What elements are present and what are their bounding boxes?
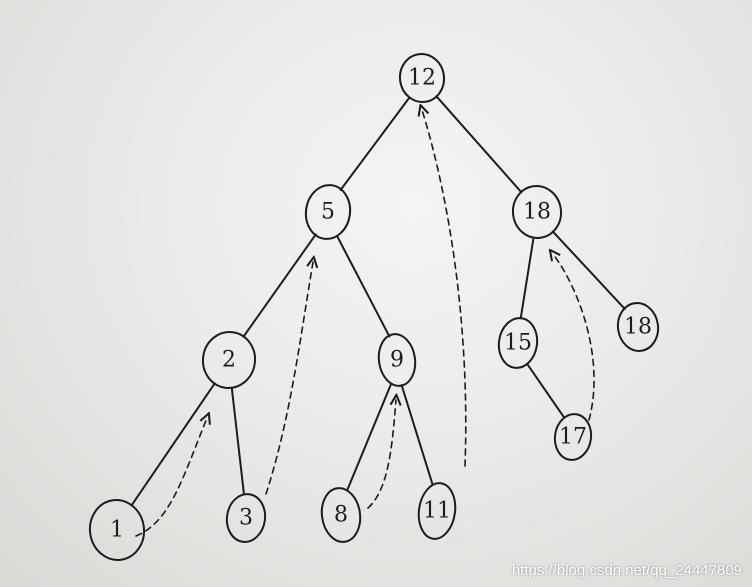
edge-n18a-n18b (551, 230, 626, 310)
tree-node: 18 (616, 302, 660, 352)
thread-n3-n5 (265, 262, 313, 495)
tree-node: 15 (497, 317, 539, 369)
tree-nodes: 12 5 18 2 9 15 18 17 1 3 8 11 (88, 53, 660, 561)
node-label: 17 (559, 425, 587, 450)
tree-node: 17 (553, 413, 593, 461)
thread-n1-n2 (135, 418, 207, 537)
thread-links (135, 110, 595, 537)
node-circle (398, 53, 446, 103)
tree-node: 5 (304, 184, 352, 240)
node-label: 2 (222, 348, 236, 373)
edge-n5-n9 (336, 235, 391, 338)
tree-node: 8 (320, 487, 362, 543)
node-circle (497, 317, 539, 369)
edge-n12-n5 (339, 96, 411, 191)
watermark-url: https://blog.csdn.net/qq_24447809 (511, 562, 742, 579)
edge-n2-n3 (230, 386, 245, 496)
node-circle (511, 185, 563, 239)
node-label: 3 (239, 506, 253, 531)
edge-n2-n1 (130, 382, 216, 506)
tree-node: 12 (398, 53, 446, 103)
node-label: 12 (408, 66, 436, 91)
tree-node: 11 (417, 482, 457, 540)
node-circle (201, 331, 257, 389)
tree-node: 3 (225, 493, 267, 543)
thread-n17-n18a (553, 254, 595, 421)
edge-n18a-n15 (519, 236, 535, 320)
node-circle (320, 487, 362, 543)
tree-node: 1 (88, 499, 146, 561)
edge-n12-n18a (435, 95, 523, 194)
tree-node: 18 (511, 185, 563, 239)
thread-n8-n9 (367, 400, 396, 509)
node-circle (616, 302, 660, 352)
node-label: 8 (334, 503, 348, 528)
node-circle (417, 482, 457, 540)
node-circle (88, 499, 146, 561)
node-label: 15 (504, 331, 532, 356)
node-circle (553, 413, 593, 461)
tree-node: 2 (201, 331, 257, 389)
node-label: 5 (321, 200, 335, 225)
node-label: 1 (110, 518, 124, 543)
node-circle (377, 333, 417, 387)
edge-n9-n11 (400, 384, 434, 485)
edge-n15-n17 (526, 363, 565, 419)
node-label: 9 (390, 348, 404, 373)
node-label: 18 (624, 315, 652, 340)
tree-edges (130, 95, 626, 506)
edge-n5-n2 (242, 233, 317, 338)
node-label: 11 (423, 499, 451, 524)
node-circle (304, 184, 352, 240)
node-label: 18 (523, 200, 551, 225)
node-circle (225, 493, 267, 543)
thread-n11-n12 (422, 110, 467, 467)
edge-n9-n8 (346, 383, 392, 491)
tree-node: 9 (377, 333, 417, 387)
